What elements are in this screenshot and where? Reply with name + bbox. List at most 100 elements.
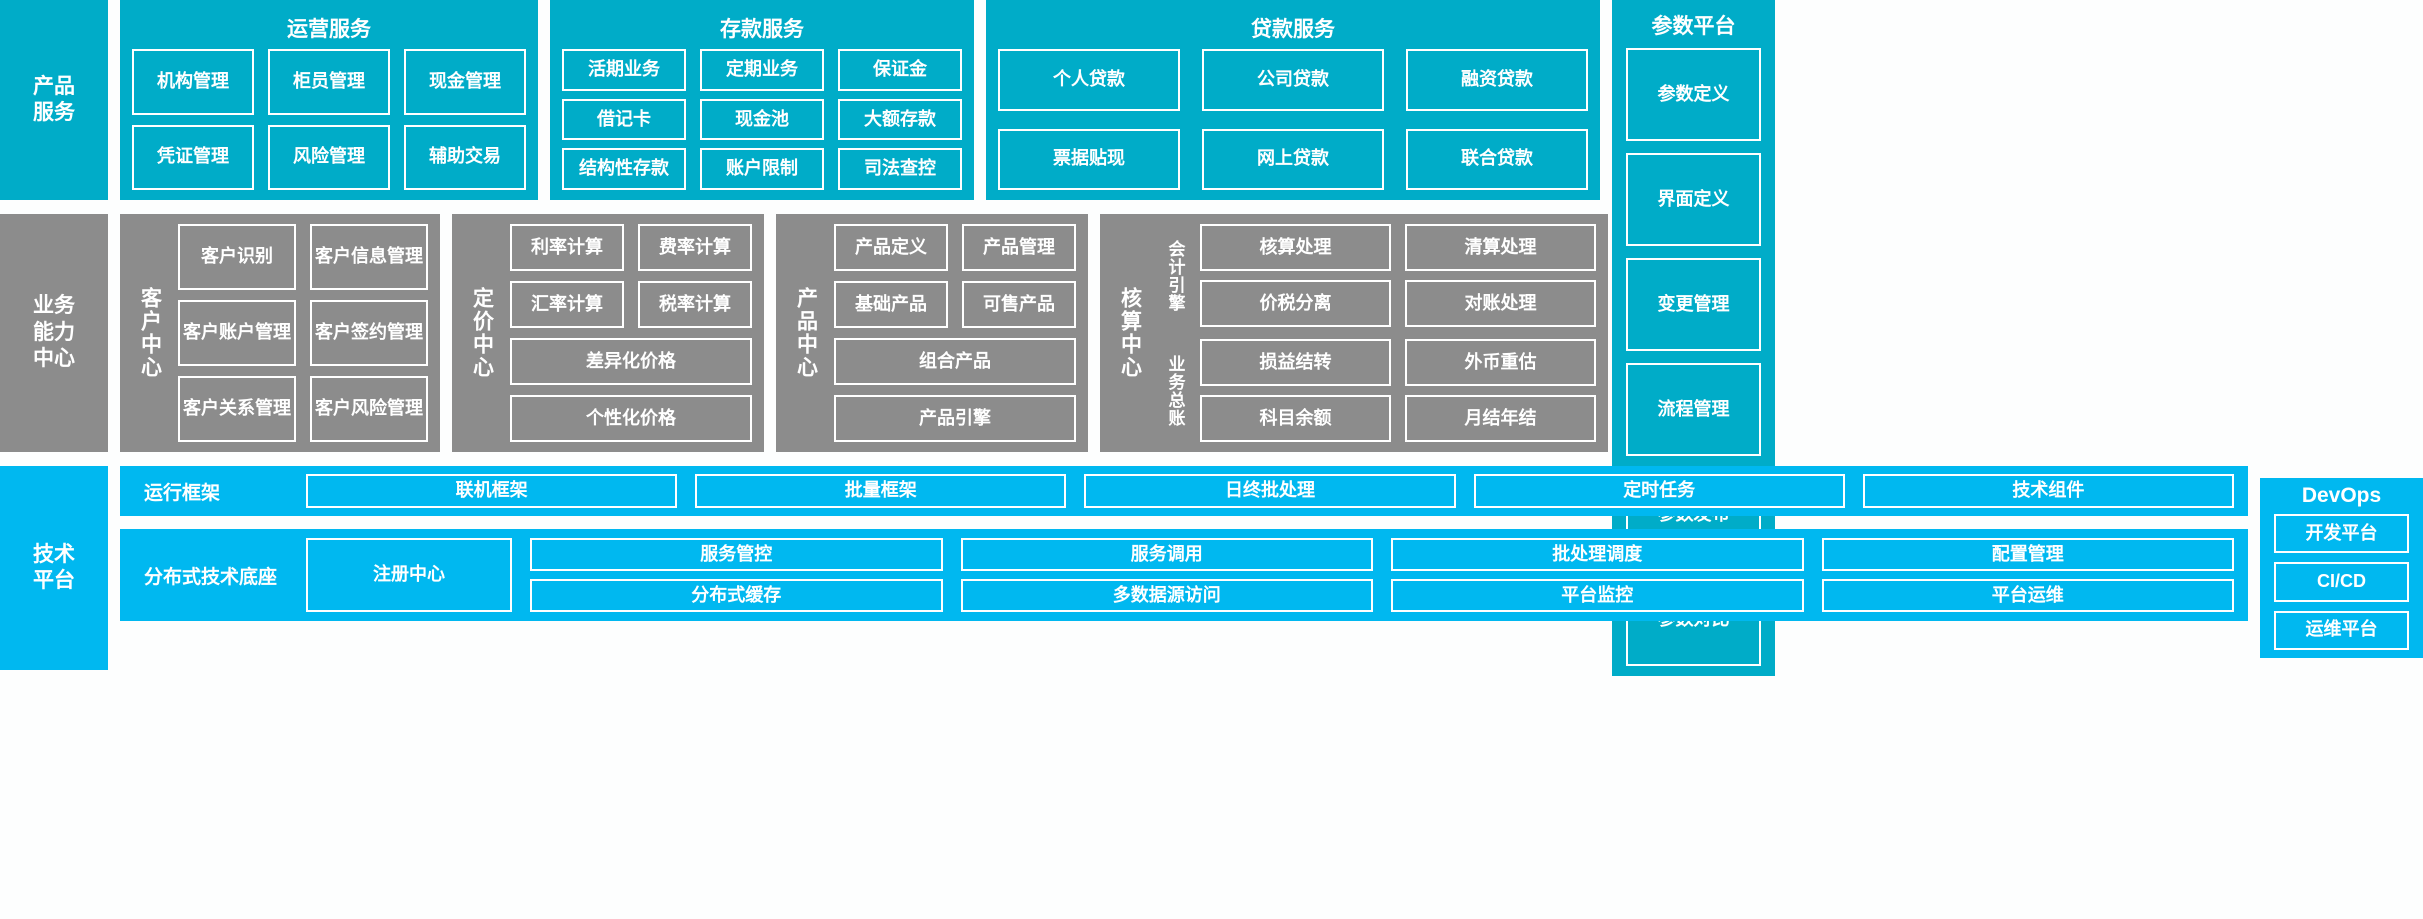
tech-cell[interactable]: 平台运维 [1821, 579, 2234, 612]
service-cell[interactable]: 活期业务 [562, 49, 686, 91]
service-cell[interactable]: 机构管理 [132, 49, 254, 115]
pricing-center-grid: 利率计算 费率计算 汇率计算 税率计算 差异化价格 个性化价格 [510, 224, 752, 442]
panel-product-center: 产品中心 产品定义 产品管理 基础产品 可售产品 组合产品 产品引擎 [776, 214, 1088, 452]
vlabel-pricing-center: 定价中心 [470, 287, 494, 379]
tech-cell[interactable]: 定时任务 [1473, 474, 1845, 508]
capability-cell[interactable]: 价税分离 [1200, 280, 1391, 327]
gap [1600, 0, 1612, 200]
capability-cell-wide[interactable]: 组合产品 [834, 338, 1076, 385]
tech-cell[interactable]: 服务调用 [960, 538, 1373, 571]
service-cell[interactable]: 融资贷款 [1406, 49, 1588, 111]
capability-cell-wide[interactable]: 差异化价格 [510, 338, 752, 385]
capability-cell[interactable]: 产品管理 [962, 224, 1076, 271]
service-cell[interactable]: 票据贴现 [998, 128, 1180, 190]
tech-cell[interactable]: 多数据源访问 [960, 579, 1373, 612]
parameter-item[interactable]: 界面定义 [1626, 153, 1761, 246]
panel-operation-services: 运营服务 机构管理 柜员管理 现金管理 凭证管理 风险管理 辅助交易 [120, 0, 538, 200]
accounting-subgroup-accounting-engine: 会计引擎 核算处理 清算处理 价税分离 对账处理 [1158, 224, 1596, 327]
capability-cell[interactable]: 基础产品 [834, 281, 948, 328]
gap [440, 214, 452, 452]
service-cell[interactable]: 结构性存款 [562, 148, 686, 190]
deposit-services-grid: 活期业务 定期业务 保证金 借记卡 现金池 大额存款 结构性存款 账户限制 司法… [562, 49, 962, 190]
panel-title-deposit-services: 存款服务 [720, 18, 804, 41]
parameter-item[interactable]: 流程管理 [1626, 363, 1761, 456]
layer-label-line-1: 业务 [33, 294, 75, 318]
parameter-item[interactable]: 参数定义 [1626, 48, 1761, 141]
capability-cell[interactable]: 客户关系管理 [178, 376, 296, 442]
capability-cell[interactable]: 可售产品 [962, 281, 1076, 328]
capability-cell[interactable]: 清算处理 [1405, 224, 1596, 271]
service-cell[interactable]: 定期业务 [700, 49, 824, 91]
capability-cell[interactable]: 外币重估 [1405, 339, 1596, 386]
parameter-item[interactable]: 变更管理 [1626, 258, 1761, 351]
layer-label-business-capability: 业务 能力 中心 [0, 214, 108, 452]
tech-cell[interactable]: 服务管控 [530, 538, 943, 571]
service-cell[interactable]: 个人贷款 [998, 49, 1180, 111]
gap [538, 0, 550, 200]
tech-cell[interactable]: 批量框架 [695, 474, 1067, 508]
tech-cell[interactable]: 日终批处理 [1084, 474, 1456, 508]
capability-cell[interactable]: 客户风险管理 [310, 376, 428, 442]
technical-platform-rows: 运行框架 联机框架 批量框架 日终批处理 定时任务 技术组件 分布式技术底座 注… [120, 466, 2248, 670]
layer-label-line-1: 产品 [33, 74, 75, 98]
tech-cell[interactable]: 配置管理 [1821, 538, 2234, 571]
tech-cell[interactable]: 技术组件 [1862, 474, 2234, 508]
layer-business-capability: 业务 能力 中心 客户中心 客户识别 客户信息管理 客户账户管理 客户签约管理 … [0, 214, 2423, 452]
capability-cell[interactable]: 客户信息管理 [310, 224, 428, 290]
panel-title-operation-services: 运营服务 [287, 18, 371, 41]
service-cell[interactable]: 现金管理 [404, 49, 526, 115]
general-ledger-grid: 损益结转 外币重估 科目余额 月结年结 [1200, 339, 1596, 442]
devops-item[interactable]: 开发平台 [2274, 514, 2409, 554]
tech-cell-registry[interactable]: 注册中心 [306, 538, 512, 612]
capability-cell[interactable]: 费率计算 [638, 224, 752, 271]
capability-cell-wide[interactable]: 个性化价格 [510, 395, 752, 442]
service-cell[interactable]: 保证金 [838, 49, 962, 91]
service-cell[interactable]: 账户限制 [700, 148, 824, 190]
capability-cell[interactable]: 对账处理 [1405, 280, 1596, 327]
service-cell[interactable]: 柜员管理 [268, 49, 390, 115]
capability-cell[interactable]: 税率计算 [638, 281, 752, 328]
devops-item[interactable]: 运维平台 [2274, 610, 2409, 650]
service-cell[interactable]: 网上贷款 [1202, 128, 1384, 190]
service-cell[interactable]: 公司贷款 [1202, 49, 1384, 111]
capability-cell[interactable]: 客户账户管理 [178, 300, 296, 366]
operation-services-grid: 机构管理 柜员管理 现金管理 凭证管理 风险管理 辅助交易 [132, 49, 526, 190]
panel-accounting-center: 核算中心 会计引擎 核算处理 清算处理 价税分离 对账处理 业务总账 损益结转 [1100, 214, 1608, 452]
panel-loan-services: 贷款服务 个人贷款 公司贷款 融资贷款 票据贴现 网上贷款 联合贷款 [986, 0, 1600, 200]
service-cell[interactable]: 司法查控 [838, 148, 962, 190]
capability-cell[interactable]: 产品定义 [834, 224, 948, 271]
capability-cell[interactable]: 科目余额 [1200, 395, 1391, 442]
gap [0, 452, 2423, 466]
layer-product-services: 产品 服务 运营服务 机构管理 柜员管理 现金管理 凭证管理 风险管理 辅助交易… [0, 0, 2423, 676]
row-label-runtime-framework: 运行框架 [144, 482, 221, 504]
service-cell[interactable]: 大额存款 [838, 98, 962, 141]
vlabel-general-ledger: 业务总账 [1165, 354, 1185, 427]
capability-cell[interactable]: 损益结转 [1200, 339, 1391, 386]
tech-cell[interactable]: 平台监控 [1391, 579, 1804, 612]
vlabel-accounting-engine: 会计引擎 [1165, 239, 1185, 312]
gap [974, 0, 986, 200]
service-cell[interactable]: 凭证管理 [132, 124, 254, 190]
service-cell[interactable]: 辅助交易 [404, 124, 526, 190]
service-cell[interactable]: 现金池 [700, 98, 824, 141]
service-cell[interactable]: 风险管理 [268, 124, 390, 190]
layer-label-line-1: 技术 [33, 542, 75, 566]
product-center-grid: 产品定义 产品管理 基础产品 可售产品 组合产品 产品引擎 [834, 224, 1076, 442]
vlabel-accounting-center: 核算中心 [1118, 287, 1142, 379]
capability-cell-wide[interactable]: 产品引擎 [834, 395, 1076, 442]
tech-cell[interactable]: 分布式缓存 [530, 579, 943, 612]
capability-cell[interactable]: 客户签约管理 [310, 300, 428, 366]
capability-cell[interactable]: 客户识别 [178, 224, 296, 290]
tech-cell[interactable]: 批处理调度 [1391, 538, 1804, 571]
devops-item[interactable]: CI/CD [2274, 562, 2409, 602]
capability-cell[interactable]: 月结年结 [1405, 395, 1596, 442]
panel-deposit-services: 存款服务 活期业务 定期业务 保证金 借记卡 现金池 大额存款 结构性存款 账户… [550, 0, 974, 200]
service-cell[interactable]: 借记卡 [562, 98, 686, 141]
tech-cell[interactable]: 联机框架 [306, 474, 678, 508]
capability-cell[interactable]: 汇率计算 [510, 281, 624, 328]
capability-cell[interactable]: 利率计算 [510, 224, 624, 271]
panel-title-loan-services: 贷款服务 [1251, 18, 1335, 41]
service-cell[interactable]: 联合贷款 [1406, 128, 1588, 190]
gap [108, 214, 120, 452]
capability-cell[interactable]: 核算处理 [1200, 224, 1391, 271]
